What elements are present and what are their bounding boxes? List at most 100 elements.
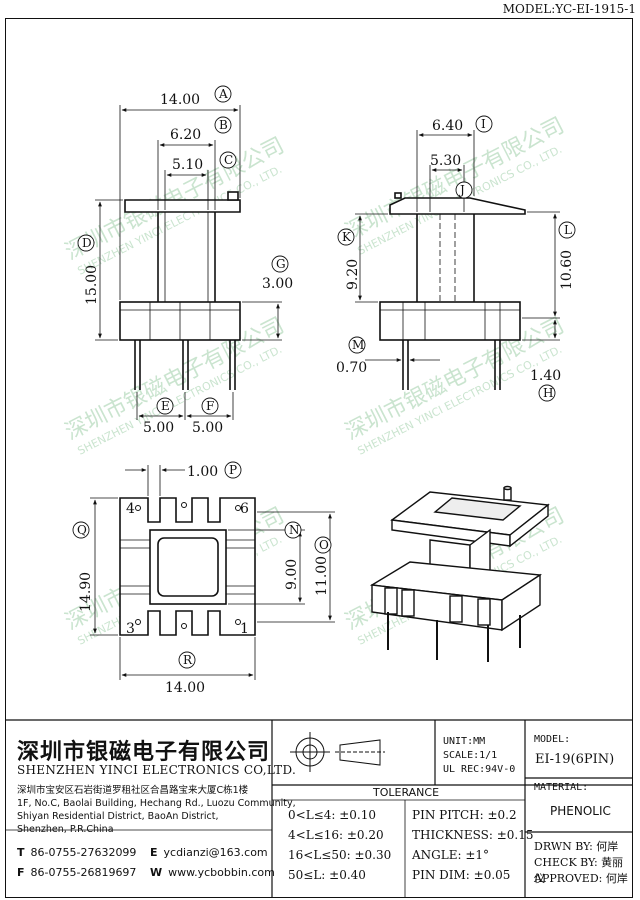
dim-pin-e: 5.00	[143, 420, 174, 436]
fax-label: F	[17, 866, 25, 879]
email-value: ycdianzi@163.com	[163, 846, 268, 859]
material-value: PHENOLIC	[550, 804, 611, 818]
label-r-circle	[178, 651, 196, 669]
dim-front-height: 15.00	[84, 265, 100, 305]
label-i: I	[481, 117, 486, 131]
label-g: G	[276, 257, 286, 271]
pin-number-3: 3	[126, 621, 135, 637]
label-c-circle	[219, 151, 237, 169]
contact-tel: T 86-0755-27632099	[17, 846, 136, 859]
label-a: A	[218, 87, 228, 101]
dim-side-k: 9.20	[345, 259, 361, 290]
label-q: Q	[77, 523, 87, 537]
label-m: M	[352, 338, 364, 352]
tel-label: T	[17, 846, 25, 859]
dim-front-base: 3.00	[262, 276, 293, 292]
label-m-circle	[348, 336, 366, 354]
material-label: MATERIAL:	[534, 782, 589, 793]
pin-number-4: 4	[126, 501, 135, 517]
company-name-en: SHENZHEN YINCI ELECTRONICS CO,LTD.	[17, 763, 297, 777]
label-j: J	[458, 183, 465, 197]
address-en-2: Shiyan Residential District, BaoAn Distr…	[17, 811, 219, 822]
address-cn: 深圳市宝安区石岩街道罗租社区合昌路宝来大厦C栋1楼	[17, 785, 249, 796]
label-p: P	[229, 463, 237, 477]
isometric-view	[369, 485, 550, 662]
dim-top-r: 14.00	[165, 680, 205, 696]
label-b: B	[219, 118, 228, 132]
address-en-1: 1F, No.C, Baolai Building, Hechang Rd., …	[17, 798, 296, 809]
dim-pin-f: 5.00	[192, 420, 223, 436]
label-b-circle	[214, 116, 232, 134]
label-d: D	[82, 236, 92, 250]
front-view-dims	[95, 105, 282, 420]
label-e: E	[161, 399, 170, 413]
dim-top-pitch: 1.00	[187, 464, 218, 480]
dim-side-l: 10.60	[559, 250, 575, 290]
label-q-circle	[72, 521, 90, 539]
dim-front-inner: 6.20	[170, 127, 201, 143]
top-view	[119, 497, 256, 636]
web-value: www.ycbobbin.com	[168, 866, 275, 879]
dim-front-width: 14.00	[160, 92, 200, 108]
dim-top-o: 11.00	[314, 556, 330, 596]
projection-symbol	[290, 732, 385, 772]
model-label: MODEL:	[534, 734, 571, 745]
side-view	[379, 192, 526, 390]
front-view	[119, 191, 241, 390]
tel-value: 86-0755-27632099	[30, 846, 137, 859]
approved-by: APPROVED: 何岸	[534, 872, 628, 885]
dim-side-top: 6.40	[432, 118, 463, 134]
label-d-circle	[77, 234, 95, 252]
dim-side-m: 0.70	[336, 360, 367, 376]
tolerance-pitch: PIN PITCH: ±0.2	[412, 808, 517, 822]
tolerance-3: 16<L≤50: ±0.30	[288, 848, 392, 862]
address-en-3: Shenzhen, P.R.China	[17, 824, 114, 835]
label-o-circle	[314, 536, 332, 554]
tolerance-title: TOLERANCE	[373, 786, 440, 799]
label-n: N	[289, 523, 300, 537]
tolerance-2: 4<L≤16: ±0.20	[288, 828, 384, 842]
label-o: O	[319, 538, 329, 552]
dim-front-core: 5.10	[172, 157, 203, 173]
drawing-frame	[5, 18, 633, 898]
company-name-cn: 深圳市银磁电子有限公司	[17, 740, 271, 765]
tolerance-4: 50≤L: ±0.40	[288, 868, 366, 882]
dim-top-n: 9.00	[284, 559, 300, 590]
dim-side-h: 1.40	[530, 368, 561, 384]
tolerance-thickness: THICKNESS: ±0.15	[412, 828, 534, 842]
pin-number-6: 6	[240, 501, 249, 517]
scale-text: SCALE:1/1	[443, 750, 498, 761]
drawn-by: DRWN BY: 何岸	[534, 840, 619, 853]
title-block-lines	[5, 719, 633, 898]
tolerance-angle: ANGLE: ±1°	[412, 848, 490, 862]
pin-number-1: 1	[240, 621, 249, 637]
check-by: CHECK BY: 黄丽仪	[534, 856, 624, 885]
web-label: W	[150, 866, 163, 879]
dim-top-q: 14.90	[78, 572, 94, 612]
label-h-circle	[538, 384, 556, 402]
label-h: H	[543, 386, 553, 400]
label-c: C	[224, 153, 233, 167]
label-k-circle	[337, 228, 355, 246]
ul-text: UL REC:94V-0	[443, 764, 516, 775]
label-i-circle	[475, 115, 493, 133]
label-e-circle	[156, 397, 174, 415]
email-label: E	[150, 846, 158, 859]
label-p-circle	[224, 461, 242, 479]
company-address: 深圳市宝安区石岩街道罗租社区合昌路宝来大厦C栋1楼 1F, No.C, Baol…	[17, 784, 296, 836]
unit-text: UNIT:MM	[443, 736, 486, 747]
label-g-circle	[271, 255, 289, 273]
title-block: 深圳市银磁电子有限公司 SHENZHEN YINCI ELECTRONICS C…	[5, 720, 633, 898]
label-f-circle	[201, 397, 219, 415]
label-n-circle	[284, 521, 302, 539]
model-tag: MODEL:YC-EI-1915-1	[502, 2, 636, 16]
label-a-circle	[214, 85, 232, 103]
label-l-circle	[558, 221, 576, 239]
model-value: EI-19(6PIN)	[535, 752, 615, 767]
top-view-dims	[90, 465, 335, 680]
label-r: R	[183, 653, 193, 667]
